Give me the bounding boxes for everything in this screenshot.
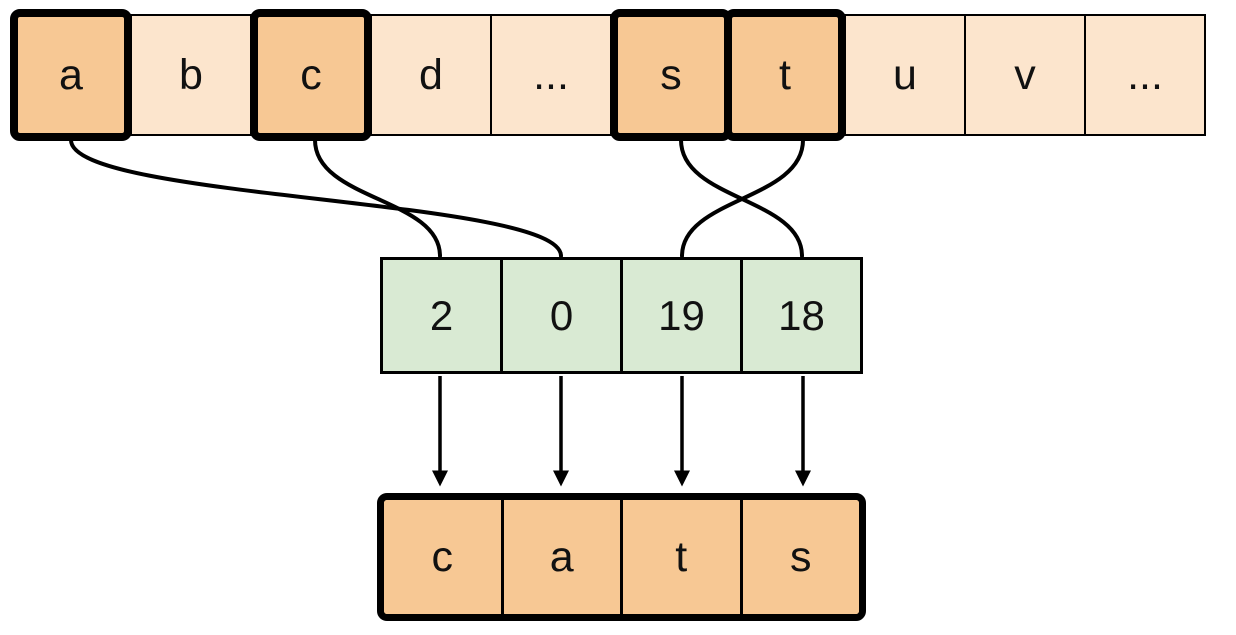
alphabet-cell-b-label: b (179, 50, 203, 99)
alphabet-cell-c-label: c (300, 50, 322, 99)
connector-a-to-0 (69, 138, 563, 258)
index-cell-3-value: 18 (778, 291, 825, 339)
connector-c-to-2 (313, 138, 442, 258)
alphabet-cell-a: a (10, 9, 132, 141)
alphabet-cell-s-label: s (660, 50, 682, 99)
index-cell-1-value: 0 (549, 291, 574, 339)
index-cell-1: 0 (503, 260, 623, 371)
output-cell-2-label: t (675, 532, 688, 581)
output-cell-0: c (384, 500, 501, 614)
alphabet-cell-ellipsis-2-label: ... (1127, 50, 1163, 99)
alphabet-cell-ellipsis-2: ... (1084, 14, 1206, 136)
alphabet-cell-b: b (130, 14, 252, 136)
alphabet-cell-u: u (844, 14, 966, 136)
index-cell-0: 2 (383, 260, 503, 371)
alphabet-cell-v: v (964, 14, 1086, 136)
output-cell-1-label: a (549, 532, 574, 581)
connector-s-to-18 (679, 138, 804, 258)
alphabet-cell-d: d (370, 14, 492, 136)
alphabet-cell-u-label: u (893, 50, 917, 99)
connector-t-to-19 (680, 138, 805, 258)
alphabet-cell-ellipsis-1: ... (490, 14, 612, 136)
output-cell-1: a (500, 500, 620, 614)
alphabet-cell-ellipsis-1-label: ... (533, 50, 569, 99)
index-cell-0-value: 2 (429, 291, 454, 339)
alphabet-cell-v-label: v (1014, 50, 1036, 99)
index-cell-2: 19 (623, 260, 743, 371)
output-cell-3-label: s (790, 532, 812, 581)
output-cell-0-label: c (431, 532, 454, 581)
alphabet-cell-s: s (610, 9, 732, 141)
index-row: 2 0 19 18 (380, 257, 863, 374)
alphabet-row: a b c d ... s t u v ... (10, 9, 1206, 141)
alphabet-cell-t-label: t (779, 50, 791, 99)
output-cell-3: s (739, 500, 859, 614)
index-cell-3: 18 (743, 260, 860, 371)
output-row: c a t s (377, 493, 866, 621)
alphabet-cell-c: c (250, 9, 372, 141)
alphabet-cell-d-label: d (419, 50, 443, 99)
output-cell-2: t (620, 500, 740, 614)
alphabet-cell-a-label: a (59, 50, 83, 99)
alphabet-cell-t: t (724, 9, 846, 141)
index-cell-2-value: 19 (658, 291, 705, 339)
